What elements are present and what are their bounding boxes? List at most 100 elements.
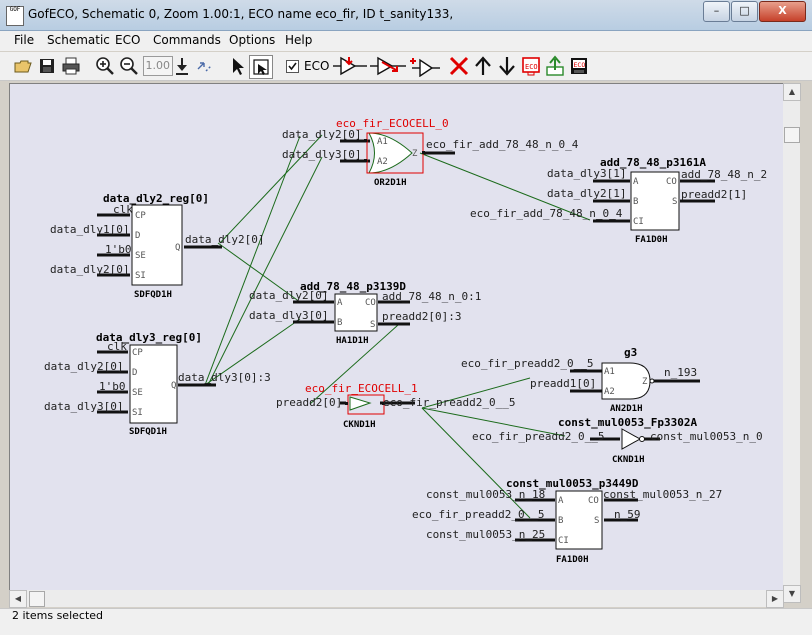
cell-name-ff1[interactable]: data_dly2_reg[0] [103, 192, 209, 205]
maximize-button[interactable]: □ [731, 1, 758, 22]
cell-type-fa2: FA1D0H [556, 555, 589, 565]
net-label[interactable]: preadd2[0]:3 [382, 310, 461, 323]
net-label[interactable]: data_dly3[0] [44, 400, 123, 413]
zoom-fit-icon[interactable] [194, 55, 216, 77]
net-label[interactable]: add_78_48_n_2 [681, 168, 767, 181]
net-label[interactable]: data_dly2[0] [185, 233, 264, 246]
pointer-icon[interactable] [226, 55, 248, 77]
up-arrow-icon[interactable] [472, 55, 494, 77]
print-icon[interactable] [60, 55, 82, 77]
menu-file[interactable]: File [14, 33, 35, 47]
insert-gate-red-icon[interactable] [370, 55, 406, 77]
minimize-icon: – [713, 4, 720, 17]
net-label[interactable]: eco_fir_add_78_48_n_0_4 [470, 207, 623, 220]
cell-name-ck2[interactable]: const_mul0053_Fp3302A [558, 416, 697, 429]
net-label[interactable]: const_mul0053_n_25 [426, 528, 545, 541]
net-label[interactable]: data_dly1[0] [50, 223, 129, 236]
eco-export-icon[interactable]: ECO [520, 55, 542, 77]
net-label[interactable]: preadd2[1] [681, 188, 747, 201]
menu-options[interactable]: Options [229, 33, 276, 47]
net-label[interactable]: preadd1[0] [530, 377, 596, 390]
cell-name-ha[interactable]: add_78_48_p3139D [300, 280, 406, 293]
net-label[interactable]: data_dly2[0] [249, 289, 328, 302]
cell-name-g3[interactable]: g3 [624, 346, 637, 359]
net-label[interactable]: data_dly3[0]:3 [178, 371, 271, 384]
add-gate-icon[interactable] [408, 55, 440, 77]
net-label[interactable]: eco_fir_preadd2_0__5 [412, 508, 544, 521]
pin-label: A2 [377, 157, 388, 167]
net-label[interactable]: const_mul0053_n_0 [650, 430, 763, 443]
cell-name-eco1[interactable]: eco_fir_ECOCELL_1 [305, 382, 418, 395]
zoom-value-field[interactable]: 1.00 [143, 56, 173, 76]
download-arrow-icon[interactable] [172, 55, 194, 77]
pin-label: A1 [604, 367, 615, 377]
horizontal-scrollbar[interactable]: ◀ ▶ [9, 590, 784, 608]
select-region-icon[interactable] [249, 55, 273, 79]
net-label[interactable]: data_dly2[0] [44, 360, 123, 373]
pin-label: CO [365, 298, 376, 308]
scroll-down-icon[interactable]: ▼ [783, 585, 801, 603]
cell-name-fa1[interactable]: add_78_48_p3161A [600, 156, 706, 169]
net-label[interactable]: data_dly2[0] [282, 128, 361, 141]
upload-icon[interactable] [544, 55, 566, 77]
check-icon [288, 62, 297, 71]
pin-label: S [672, 197, 677, 207]
net-label[interactable]: n_59 [614, 508, 641, 521]
vertical-scroll-thumb[interactable] [784, 127, 800, 143]
cell-name-fa2[interactable]: const_mul0053_p3449D [506, 477, 639, 490]
zoom-in-icon[interactable] [94, 55, 116, 77]
zoom-out-icon[interactable] [118, 55, 140, 77]
eco-checkbox[interactable] [286, 60, 299, 73]
net-label[interactable]: const_mul0053_n_27 [603, 488, 722, 501]
net-label[interactable]: const_mul0053_n_18 [426, 488, 545, 501]
pin-label: CI [633, 217, 644, 227]
net-label[interactable]: data_dly3[1] [547, 167, 626, 180]
net-label[interactable]: add_78_48_n_0:1 [382, 290, 481, 303]
menu-eco[interactable]: ECO [115, 33, 141, 47]
net-label[interactable]: n_193 [664, 366, 697, 379]
eco-highlights [347, 132, 424, 415]
cell-name-ff2[interactable]: data_dly3_reg[0] [96, 331, 202, 344]
insert-gate-icon[interactable] [333, 55, 367, 77]
net-label[interactable]: 1'b0 [105, 243, 132, 256]
scroll-left-icon[interactable]: ◀ [9, 590, 27, 608]
gate-shapes [349, 132, 413, 411]
cell-type-ff1: SDFQD1H [134, 290, 172, 300]
net-label[interactable]: data_dly2[1] [547, 187, 626, 200]
pin-label: SE [135, 251, 146, 261]
title-bar: GOF GofECO, Schematic 0, Zoom 1.00:1, EC… [0, 0, 812, 31]
scroll-right-icon[interactable]: ▶ [766, 590, 784, 608]
horizontal-scroll-thumb[interactable] [29, 591, 45, 607]
cell-name-eco0[interactable]: eco_fir_ECOCELL_0 [336, 117, 449, 130]
minimize-button[interactable]: – [703, 1, 730, 22]
open-folder-icon[interactable] [12, 55, 34, 77]
net-label[interactable]: eco_fir_add_78_48_n_0_4 [426, 138, 579, 151]
net-label[interactable]: clk [113, 203, 133, 216]
svg-text:ECO: ECO [525, 63, 538, 71]
menu-help[interactable]: Help [285, 33, 313, 47]
net-label[interactable]: 1'b0 [99, 380, 126, 393]
menu-commands[interactable]: Commands [153, 33, 221, 47]
vertical-scrollbar[interactable]: ▲ ▼ [783, 83, 801, 603]
net-label[interactable]: data_dly3[0] [282, 148, 361, 161]
net-label[interactable]: data_dly3[0] [249, 309, 328, 322]
menu-schematic[interactable]: Schematic [47, 33, 110, 47]
eco-save-icon[interactable]: ECO [568, 55, 590, 77]
pin-label: B [337, 318, 342, 328]
pin-label: B [558, 516, 563, 526]
net-label[interactable]: preadd2[0] [276, 396, 342, 409]
net-labels: data_dly2[0] data_dly3[0] eco_fir_add_78… [44, 128, 767, 541]
net-label[interactable]: eco_fir_preadd2_0__5 [383, 396, 515, 409]
net-label[interactable]: clk [107, 340, 127, 353]
scroll-up-icon[interactable]: ▲ [783, 83, 801, 101]
down-arrow-icon[interactable] [496, 55, 518, 77]
schematic-canvas[interactable]: add_78_48_p3161A data_dly2_reg[0] add_78… [9, 83, 784, 591]
close-button[interactable]: X [759, 1, 806, 22]
delete-icon[interactable] [448, 55, 470, 77]
status-bar: 2 items selected [0, 608, 812, 635]
save-icon[interactable] [36, 55, 58, 77]
net-label[interactable]: eco_fir_preadd2_0__5 [461, 357, 593, 370]
net-label[interactable]: data_dly2[0] [50, 263, 129, 276]
cell-type-g3: AN2D1H [610, 404, 643, 414]
net-label[interactable]: eco_fir_preadd2_0__5 [472, 430, 604, 443]
